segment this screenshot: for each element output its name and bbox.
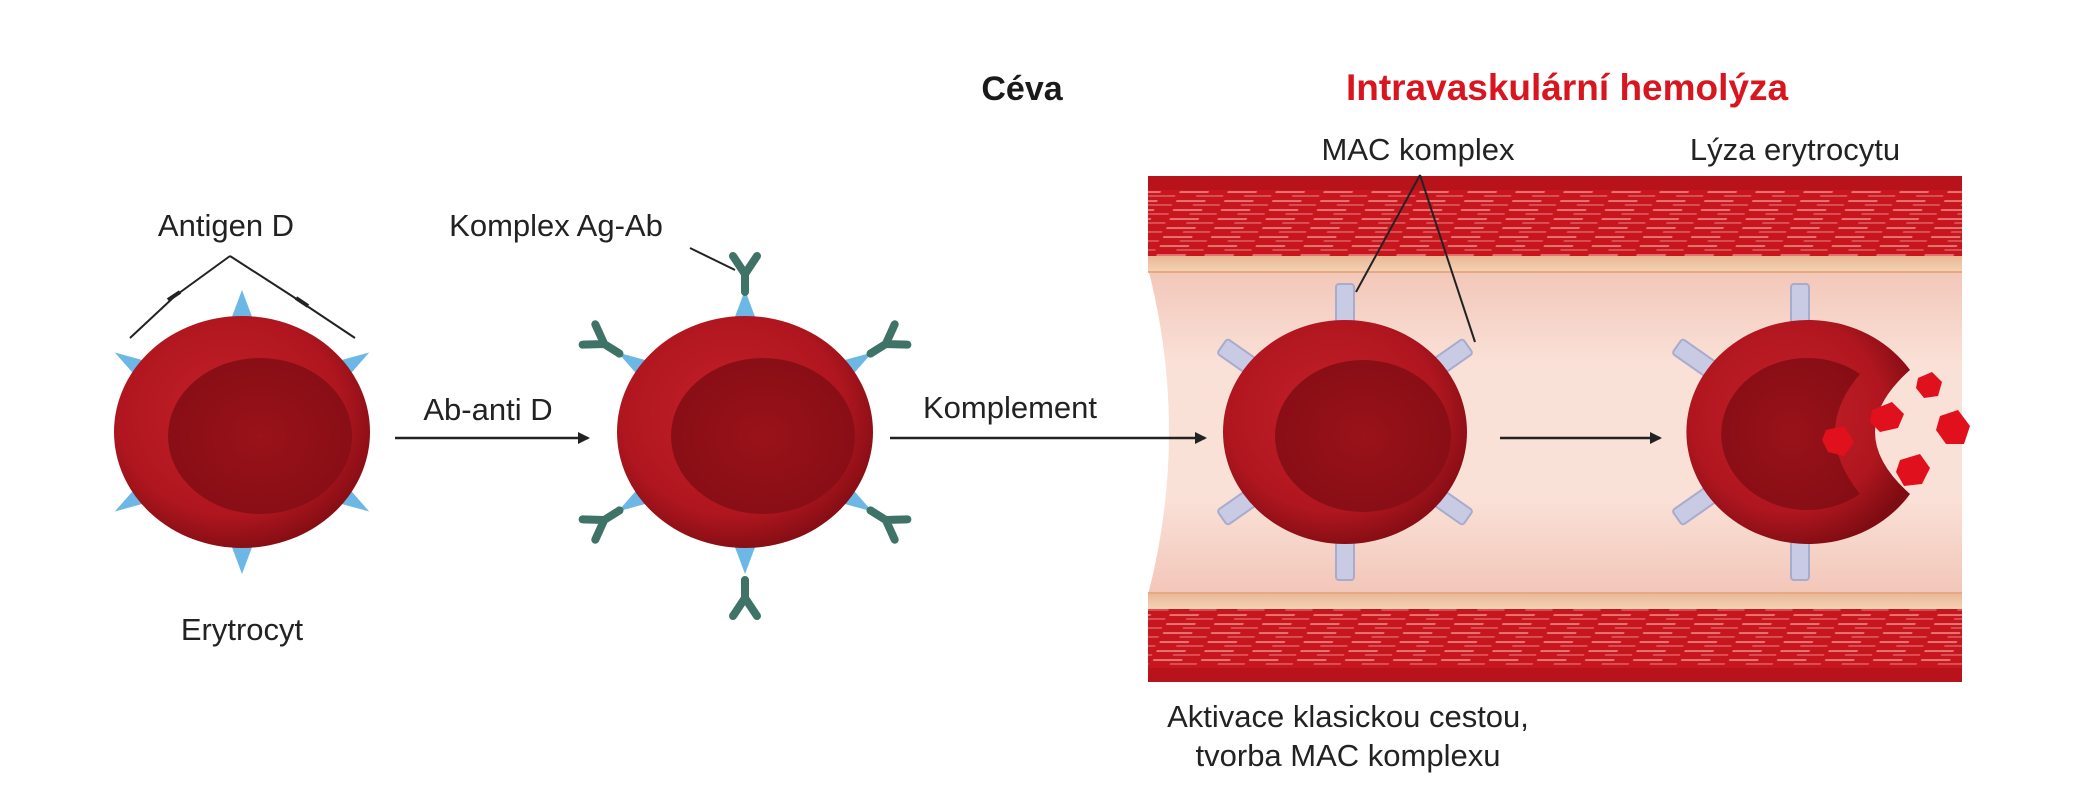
label-mac-complex: MAC komplex bbox=[1322, 132, 1515, 167]
vessel-wall-bottom bbox=[1148, 609, 1962, 672]
rbc-center bbox=[168, 358, 352, 514]
erythrocyte-with-mac bbox=[1217, 283, 1473, 581]
label-intravascular-hemolysis: Intravaskulární hemolýza bbox=[1346, 67, 1789, 108]
label-ag-ab-complex: Komplex Ag-Ab bbox=[449, 208, 663, 243]
label-antibody-anti-d: Ab-anti D bbox=[423, 392, 552, 427]
labels: Antigen D Erytrocyt Komplex Ag-Ab Ab-ant… bbox=[158, 67, 1900, 773]
rbc-center bbox=[1275, 360, 1451, 512]
label-activation-line2: tvorba MAC komplexu bbox=[1196, 738, 1501, 773]
label-activation-line1: Aktivace klasickou cestou, bbox=[1167, 699, 1529, 734]
rbc-ruptured-center bbox=[1721, 358, 1860, 510]
vessel-wall-top bbox=[1148, 190, 1962, 258]
antibody-icons bbox=[578, 252, 912, 620]
leader-lines bbox=[129, 174, 1476, 343]
vessel-intima-bottom bbox=[1148, 593, 1962, 609]
vessel-intima-top bbox=[1148, 256, 1962, 272]
label-complement: Komplement bbox=[923, 390, 1097, 425]
lysed-erythrocyte bbox=[1672, 283, 1910, 581]
erythrocyte-ag-ab-complex bbox=[578, 252, 912, 620]
label-antigen-d: Antigen D bbox=[158, 208, 294, 243]
rbc-fragments bbox=[1822, 372, 1970, 486]
label-vessel: Céva bbox=[981, 70, 1063, 108]
rbc-center bbox=[671, 358, 855, 514]
erythrocyte-with-antigen bbox=[114, 290, 370, 574]
label-erythrocyte-lysis: Lýza erytrocytu bbox=[1690, 132, 1900, 167]
label-erythrocyte: Erytrocyt bbox=[181, 612, 304, 647]
